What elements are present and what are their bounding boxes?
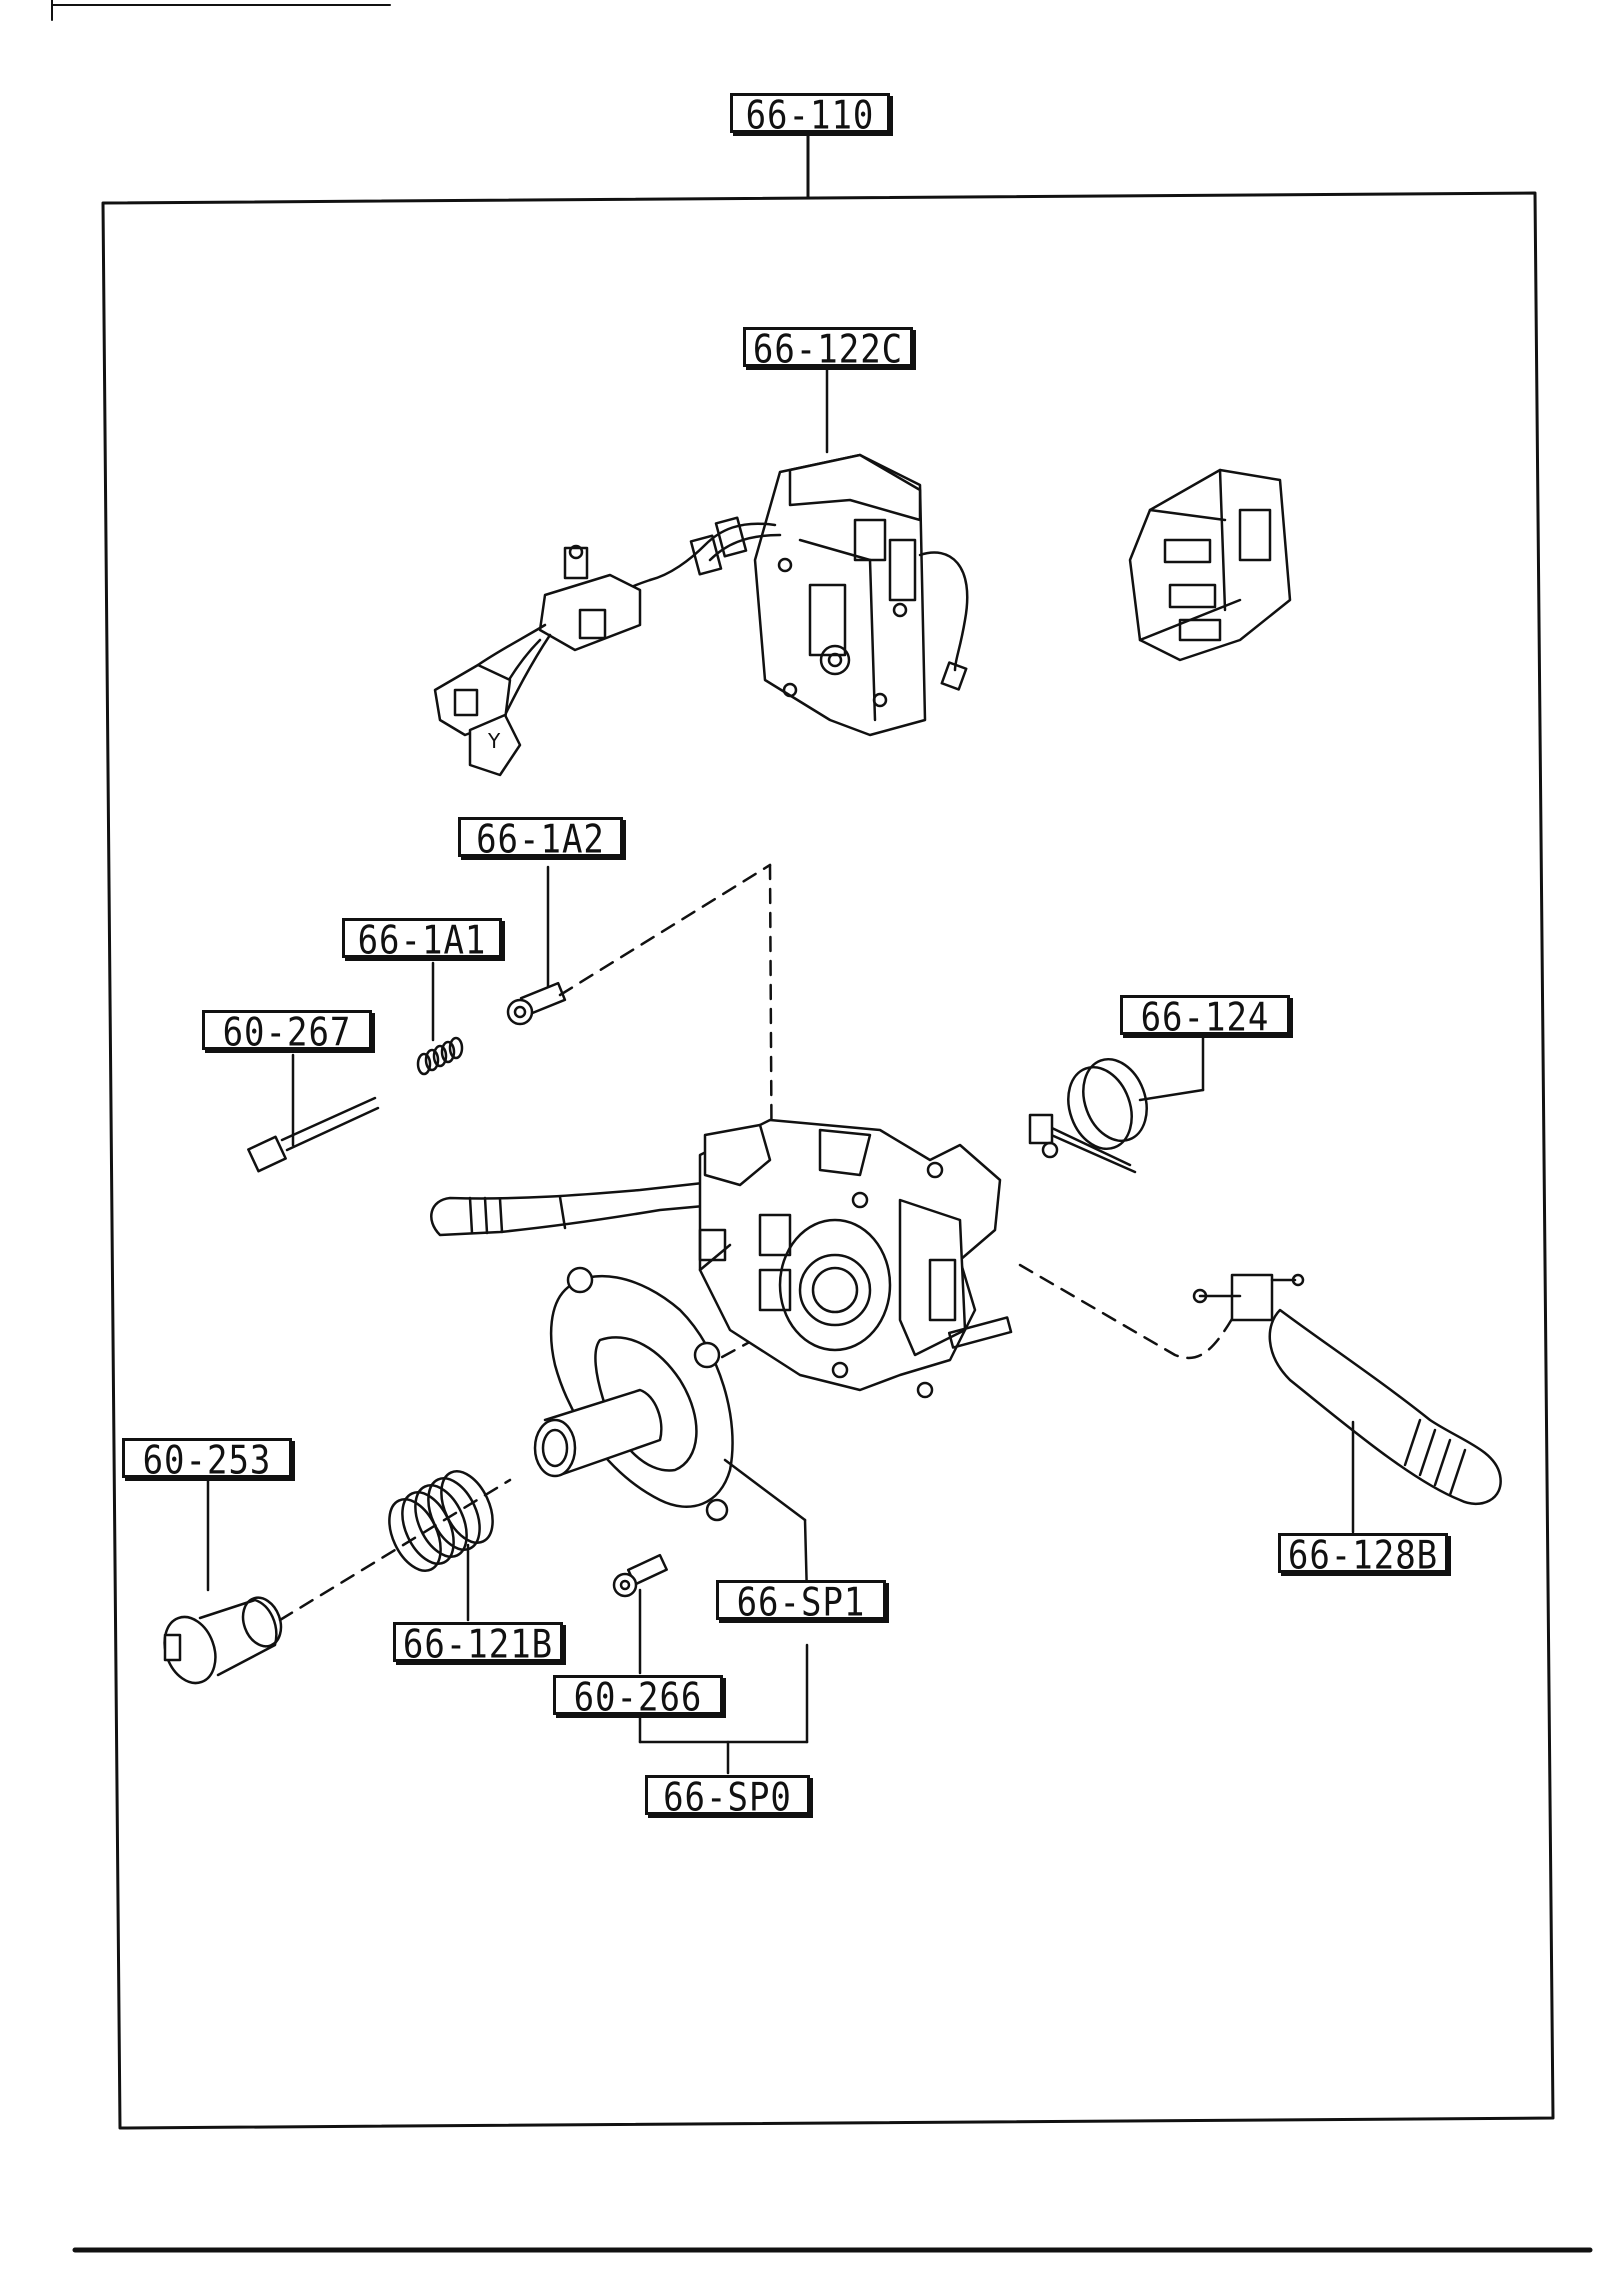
label-66-110: 66-110 [730,93,890,139]
label-60-266: 60-266 [553,1675,723,1721]
label-66-122C: 66-122C [743,327,913,373]
screw-upper-drawing [506,865,567,1026]
clamp-drawing [1028,1036,1205,1174]
coil-spring-drawing [388,1470,494,1622]
svg-text:Y: Y [487,729,501,753]
label-66-128B: 66-128B [1278,1533,1448,1579]
screw-lower-drawing [612,1553,668,1675]
label-66-SP1: 66-SP1 [716,1580,886,1626]
set-bracket [638,1643,809,1775]
switch-housing-drawing: Y [433,365,969,777]
spring-drawing [416,961,464,1076]
label-60-253: 60-253 [122,1438,292,1484]
label-66-SP0: 66-SP0 [645,1775,810,1821]
lock-cylinder-drawing [163,1476,283,1685]
pin-drawing [247,1053,380,1173]
bracket-drawing [1128,468,1292,662]
assembly-frame [101,191,1555,2130]
label-60-267: 60-267 [202,1010,372,1056]
label-66-1A2: 66-1A2 [458,817,623,863]
label-66-1A1: 66-1A1 [342,918,502,964]
contact-plate-drawing [533,1266,809,1599]
wiper-lever-drawing [1192,1273,1502,1534]
label-66-124: 66-124 [1120,995,1290,1041]
label-66-121B: 66-121B [393,1622,563,1668]
combination-switch-drawing [430,1118,1013,1399]
